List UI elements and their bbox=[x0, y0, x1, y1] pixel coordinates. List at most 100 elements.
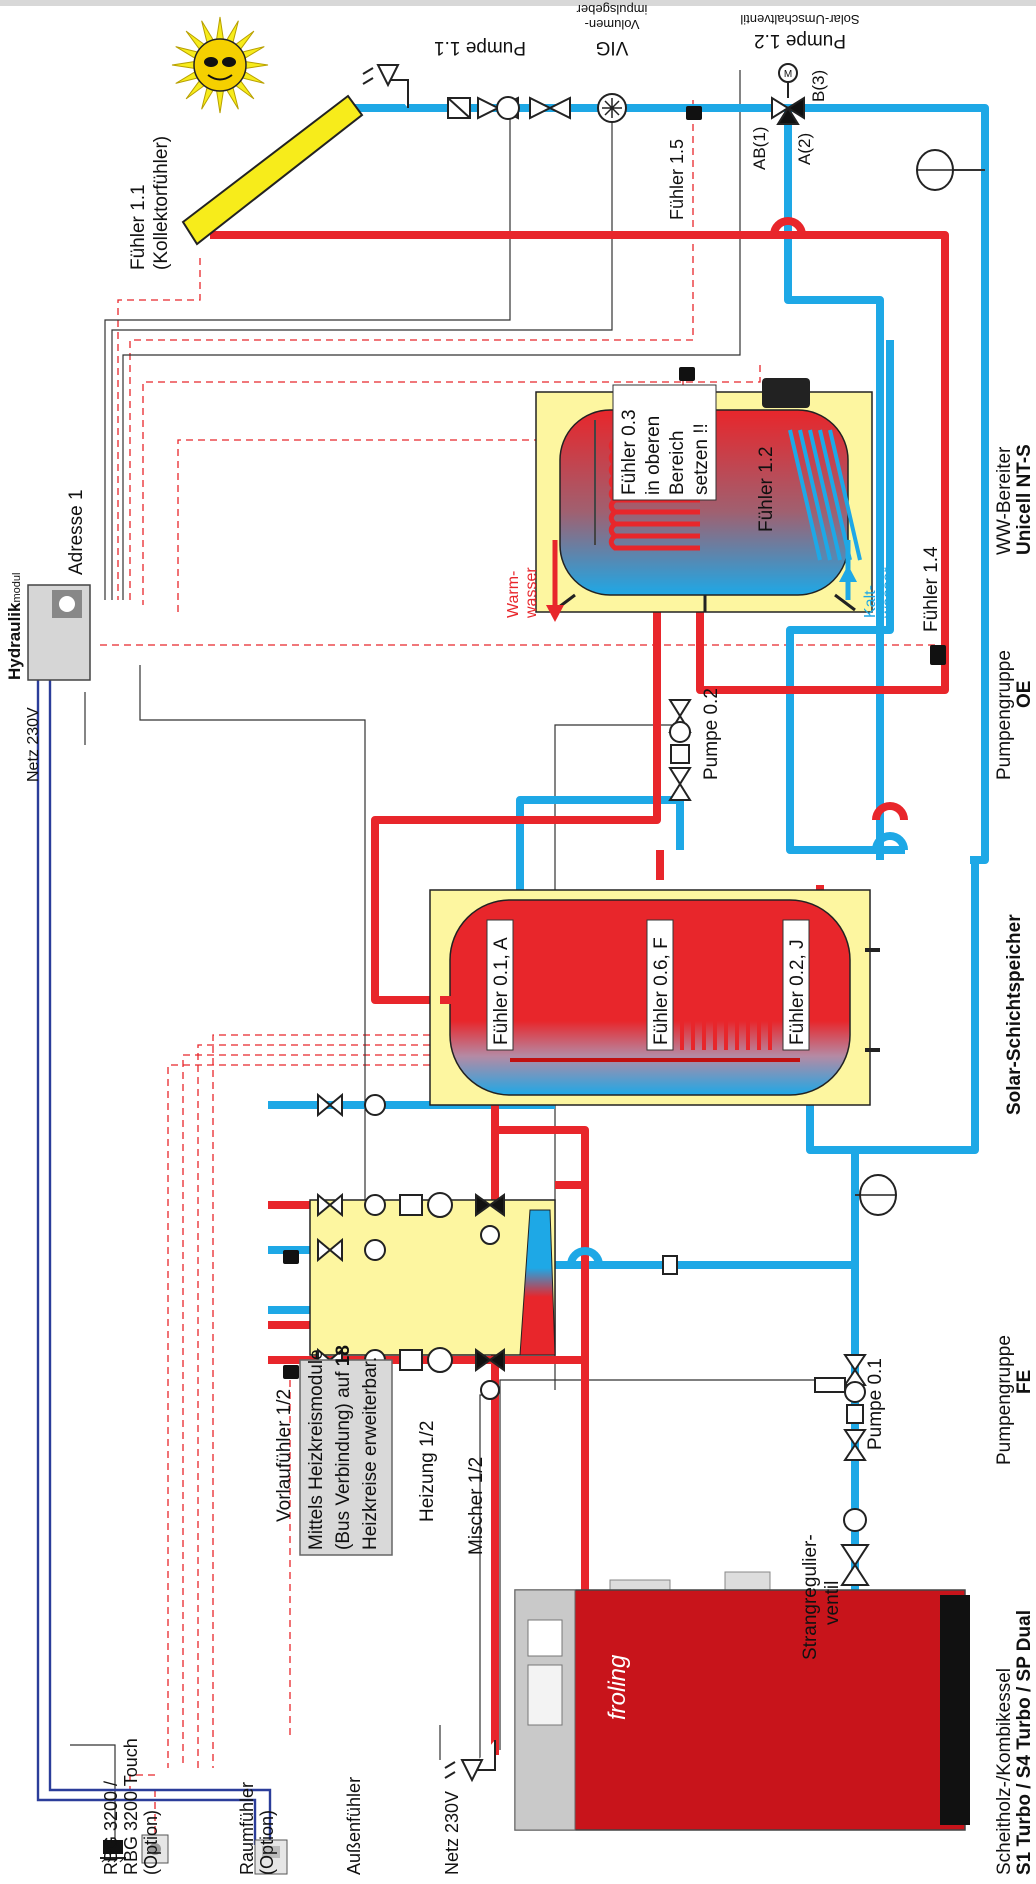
check-valve-icon bbox=[662, 1255, 678, 1275]
label-vig: VIG bbox=[596, 37, 629, 58]
caption-ww-2: Unicell NT-S bbox=[1014, 444, 1035, 555]
caption-fe-1: Pumpengruppe bbox=[994, 1335, 1015, 1465]
caption-speicher: Solar-Schichtspeicher bbox=[1004, 914, 1025, 1115]
ww-flange bbox=[762, 378, 810, 408]
sensor-1-5 bbox=[686, 106, 702, 120]
sun-icon bbox=[171, 16, 269, 114]
outdoor-sensor-icon bbox=[100, 1840, 126, 1863]
sun-ray bbox=[241, 71, 265, 84]
sun-ray bbox=[241, 46, 265, 59]
label-pumpe-1-1: Pumpe 1.1 bbox=[434, 37, 526, 58]
label-raum-1: Raumfühler bbox=[237, 1782, 257, 1875]
sensor-1-4 bbox=[930, 645, 946, 665]
sun-ray bbox=[216, 16, 224, 40]
label-solar-umschalt: Solar-Umschaltventil bbox=[740, 12, 859, 27]
label-aussen: Außenfühler bbox=[344, 1777, 364, 1875]
sensor-wiring bbox=[100, 100, 941, 1835]
label-ab1: AB(1) bbox=[750, 127, 769, 170]
bus-wiring bbox=[36, 680, 272, 1845]
hydraulik-module bbox=[27, 584, 91, 681]
label-a2: A(2) bbox=[795, 133, 814, 165]
label-heizung: Heizung 1/2 bbox=[417, 1421, 438, 1522]
pipe-crossovers bbox=[567, 217, 908, 1266]
caption-oe-1: Pumpengruppe bbox=[994, 650, 1015, 780]
label-raum-2: (Option) bbox=[257, 1810, 277, 1875]
label-volumen: Volumen- bbox=[585, 17, 640, 32]
note-line-1: Mittels Heizkreismodule bbox=[306, 1349, 327, 1550]
ww-sensor-note: Fühler 0.3 in oberen Bereich setzen !! bbox=[612, 384, 717, 501]
expansion-vessel-solar-icon bbox=[916, 149, 985, 191]
sensor-vorlauf-2 bbox=[283, 1365, 299, 1379]
froling-boiler bbox=[514, 1571, 970, 1831]
sun-ray bbox=[171, 61, 195, 69]
cold-water-arrow bbox=[839, 540, 857, 600]
top-strip bbox=[0, 0, 1036, 6]
sun-ray bbox=[201, 20, 214, 44]
label-strang-2: ventil bbox=[822, 1581, 843, 1625]
label-b3: B(3) bbox=[809, 70, 828, 102]
ww-coil-turn bbox=[608, 534, 700, 551]
label-vorlauffuehler: Vorlaufühler 1/2 bbox=[274, 1389, 295, 1522]
label-fuehler-0-1: Fühler 0.1, A bbox=[491, 937, 512, 1045]
label-fuehler-1-1: Fühler 1.1 bbox=[128, 184, 149, 270]
label-fuehler-0-3-line4: setzen !! bbox=[691, 423, 712, 495]
label-warm-2: wasser bbox=[523, 567, 540, 619]
ww-solar-coil-turn bbox=[798, 429, 832, 561]
label-kalt-1: Kalt- bbox=[862, 585, 879, 618]
ww-solar-coil-turn bbox=[788, 429, 822, 561]
heizkreis-module bbox=[309, 1199, 556, 1356]
ww-solar-coil-turn bbox=[808, 429, 842, 561]
label-froling: froling bbox=[604, 1654, 631, 1720]
label-fuehler-0-6: Fühler 0.6, F bbox=[651, 937, 672, 1045]
sun-ray bbox=[201, 86, 214, 110]
safety-valve-solar-icon bbox=[362, 64, 409, 108]
ww-solar-coil-turn bbox=[828, 429, 862, 561]
label-strang-1: Strangregulier- bbox=[800, 1534, 821, 1660]
sensor-0-3 bbox=[679, 367, 695, 381]
heizkreis-note-box bbox=[299, 1359, 393, 1556]
inverted-labels: Pumpe 1.1 VIG Volumen- impulsgeber Solar… bbox=[434, 2, 860, 58]
caption-ww-1: WW-Bereiter bbox=[994, 446, 1015, 555]
water-labels: Warm- wasser Kalt- wasser bbox=[505, 567, 897, 619]
sun-ray bbox=[226, 86, 239, 110]
label-fuehler-1-4: Fühler 1.4 bbox=[921, 546, 942, 632]
sun-ray bbox=[226, 20, 239, 44]
label-impulsgeber: impulsgeber bbox=[576, 2, 647, 17]
room-sensor-icon bbox=[141, 1834, 169, 1864]
note-line-3: Heizkreise erweiterbar. bbox=[360, 1357, 381, 1550]
warm-water-arrow bbox=[546, 540, 564, 622]
rotated-labels: Fühler 1.1 (Kollektorfühler) Fühler 1.5 … bbox=[25, 70, 1035, 1875]
caption-kessel-2: S1 Turbo / S4 Turbo / SP Dual bbox=[1014, 1610, 1035, 1875]
label-pumpe-1-2: Pumpe 1.2 bbox=[754, 30, 846, 51]
label-fuehler-1-5: Fühler 1.5 bbox=[667, 139, 687, 220]
tank-sensor-labels: Fühler 0.1, A Fühler 0.6, F Fühler 0.2, … bbox=[486, 919, 810, 1051]
label-pumpe-0-1: Pumpe 0.1 bbox=[865, 1358, 886, 1450]
label-fuehler-0-3-line2: in oberen bbox=[643, 416, 664, 495]
caption-oe-2: OE bbox=[1014, 681, 1035, 708]
label-rbg-1: RBG 3200 / bbox=[101, 1781, 121, 1875]
label-kalt-2: wasser bbox=[880, 567, 897, 619]
svg-text:M: M bbox=[784, 69, 792, 80]
label-mischer: Mischer 1/2 bbox=[466, 1457, 487, 1555]
sensor-blocks bbox=[283, 106, 946, 1379]
caption-kessel-1: Scheitholz-/Kombikessel bbox=[994, 1668, 1015, 1875]
label-pumpe-0-2: Pumpe 0.2 bbox=[701, 688, 722, 780]
sun-ray bbox=[216, 90, 224, 114]
rbg-control-icon bbox=[254, 1839, 288, 1875]
heizkreis-return-1 bbox=[317, 1092, 386, 1118]
pump-0-2-group bbox=[668, 699, 692, 801]
label-hydraulik-modul: Hydraulikmodul bbox=[5, 573, 24, 680]
heizkreis-valves bbox=[317, 1092, 505, 1400]
sun-ray bbox=[175, 46, 199, 59]
solar-switch-valve-icon: M bbox=[771, 63, 805, 125]
caption-fe-2: FE bbox=[1014, 1370, 1035, 1394]
label-rbg-3: (Option) bbox=[141, 1810, 161, 1875]
safety-valve-boiler-icon bbox=[444, 1740, 496, 1783]
solar-collector bbox=[181, 94, 364, 246]
sun-ray bbox=[175, 71, 199, 84]
label-fuehler-1-2: Fühler 1.2 bbox=[756, 446, 777, 532]
label-fuehler-0-2: Fühler 0.2, J bbox=[787, 939, 808, 1045]
ww-solar-coil-turn bbox=[818, 429, 852, 561]
